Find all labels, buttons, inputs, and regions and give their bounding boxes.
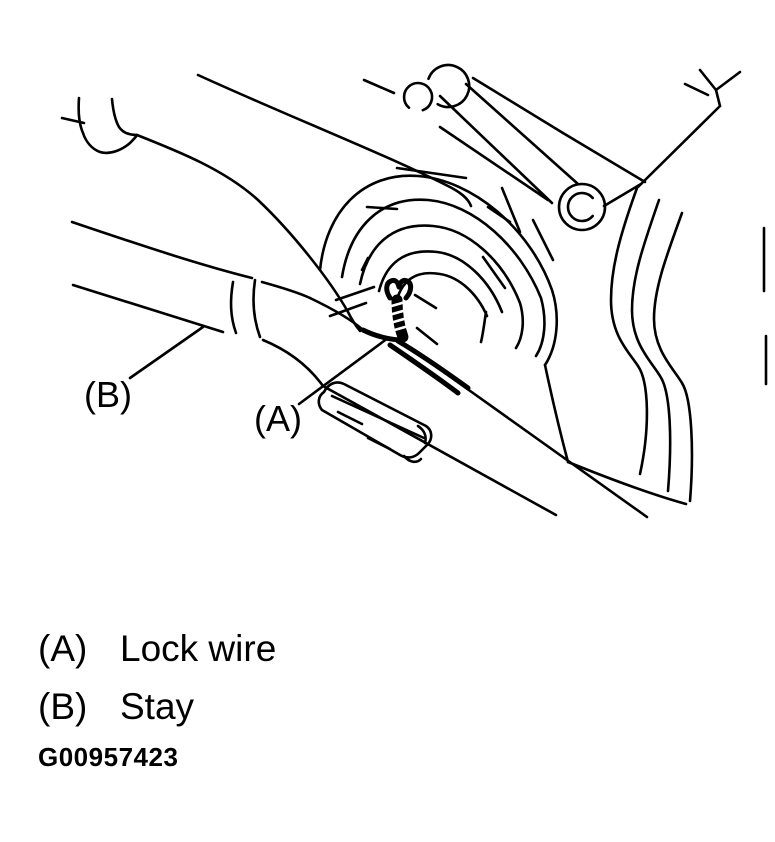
bracket-hook <box>60 96 362 333</box>
figure-code: G00957423 <box>38 742 179 772</box>
leader-lines <box>128 325 390 406</box>
connector-fitting <box>317 381 433 464</box>
housing-edges <box>196 68 742 224</box>
stay-tube <box>70 220 649 519</box>
callout-a-label: (A) <box>254 398 302 439</box>
legend-row-a: (A) Lock wire <box>38 628 276 670</box>
lock-wire <box>360 277 471 396</box>
boss-arcs <box>318 174 558 367</box>
legend-term-b: Stay <box>120 686 195 727</box>
legend-key-a: (A) <box>38 628 88 669</box>
legend-row-b: (B) Stay <box>38 686 276 728</box>
bolt-hole-upper <box>402 63 471 112</box>
bolt-hole-lower <box>557 182 607 232</box>
callout-b-label: (B) <box>84 374 132 415</box>
legend-term-a: Lock wire <box>120 628 277 669</box>
figure-legend: (A) Lock wire (B) Stay <box>38 628 276 744</box>
legend-key-b: (B) <box>38 686 88 727</box>
housing-right-edge <box>543 186 768 506</box>
